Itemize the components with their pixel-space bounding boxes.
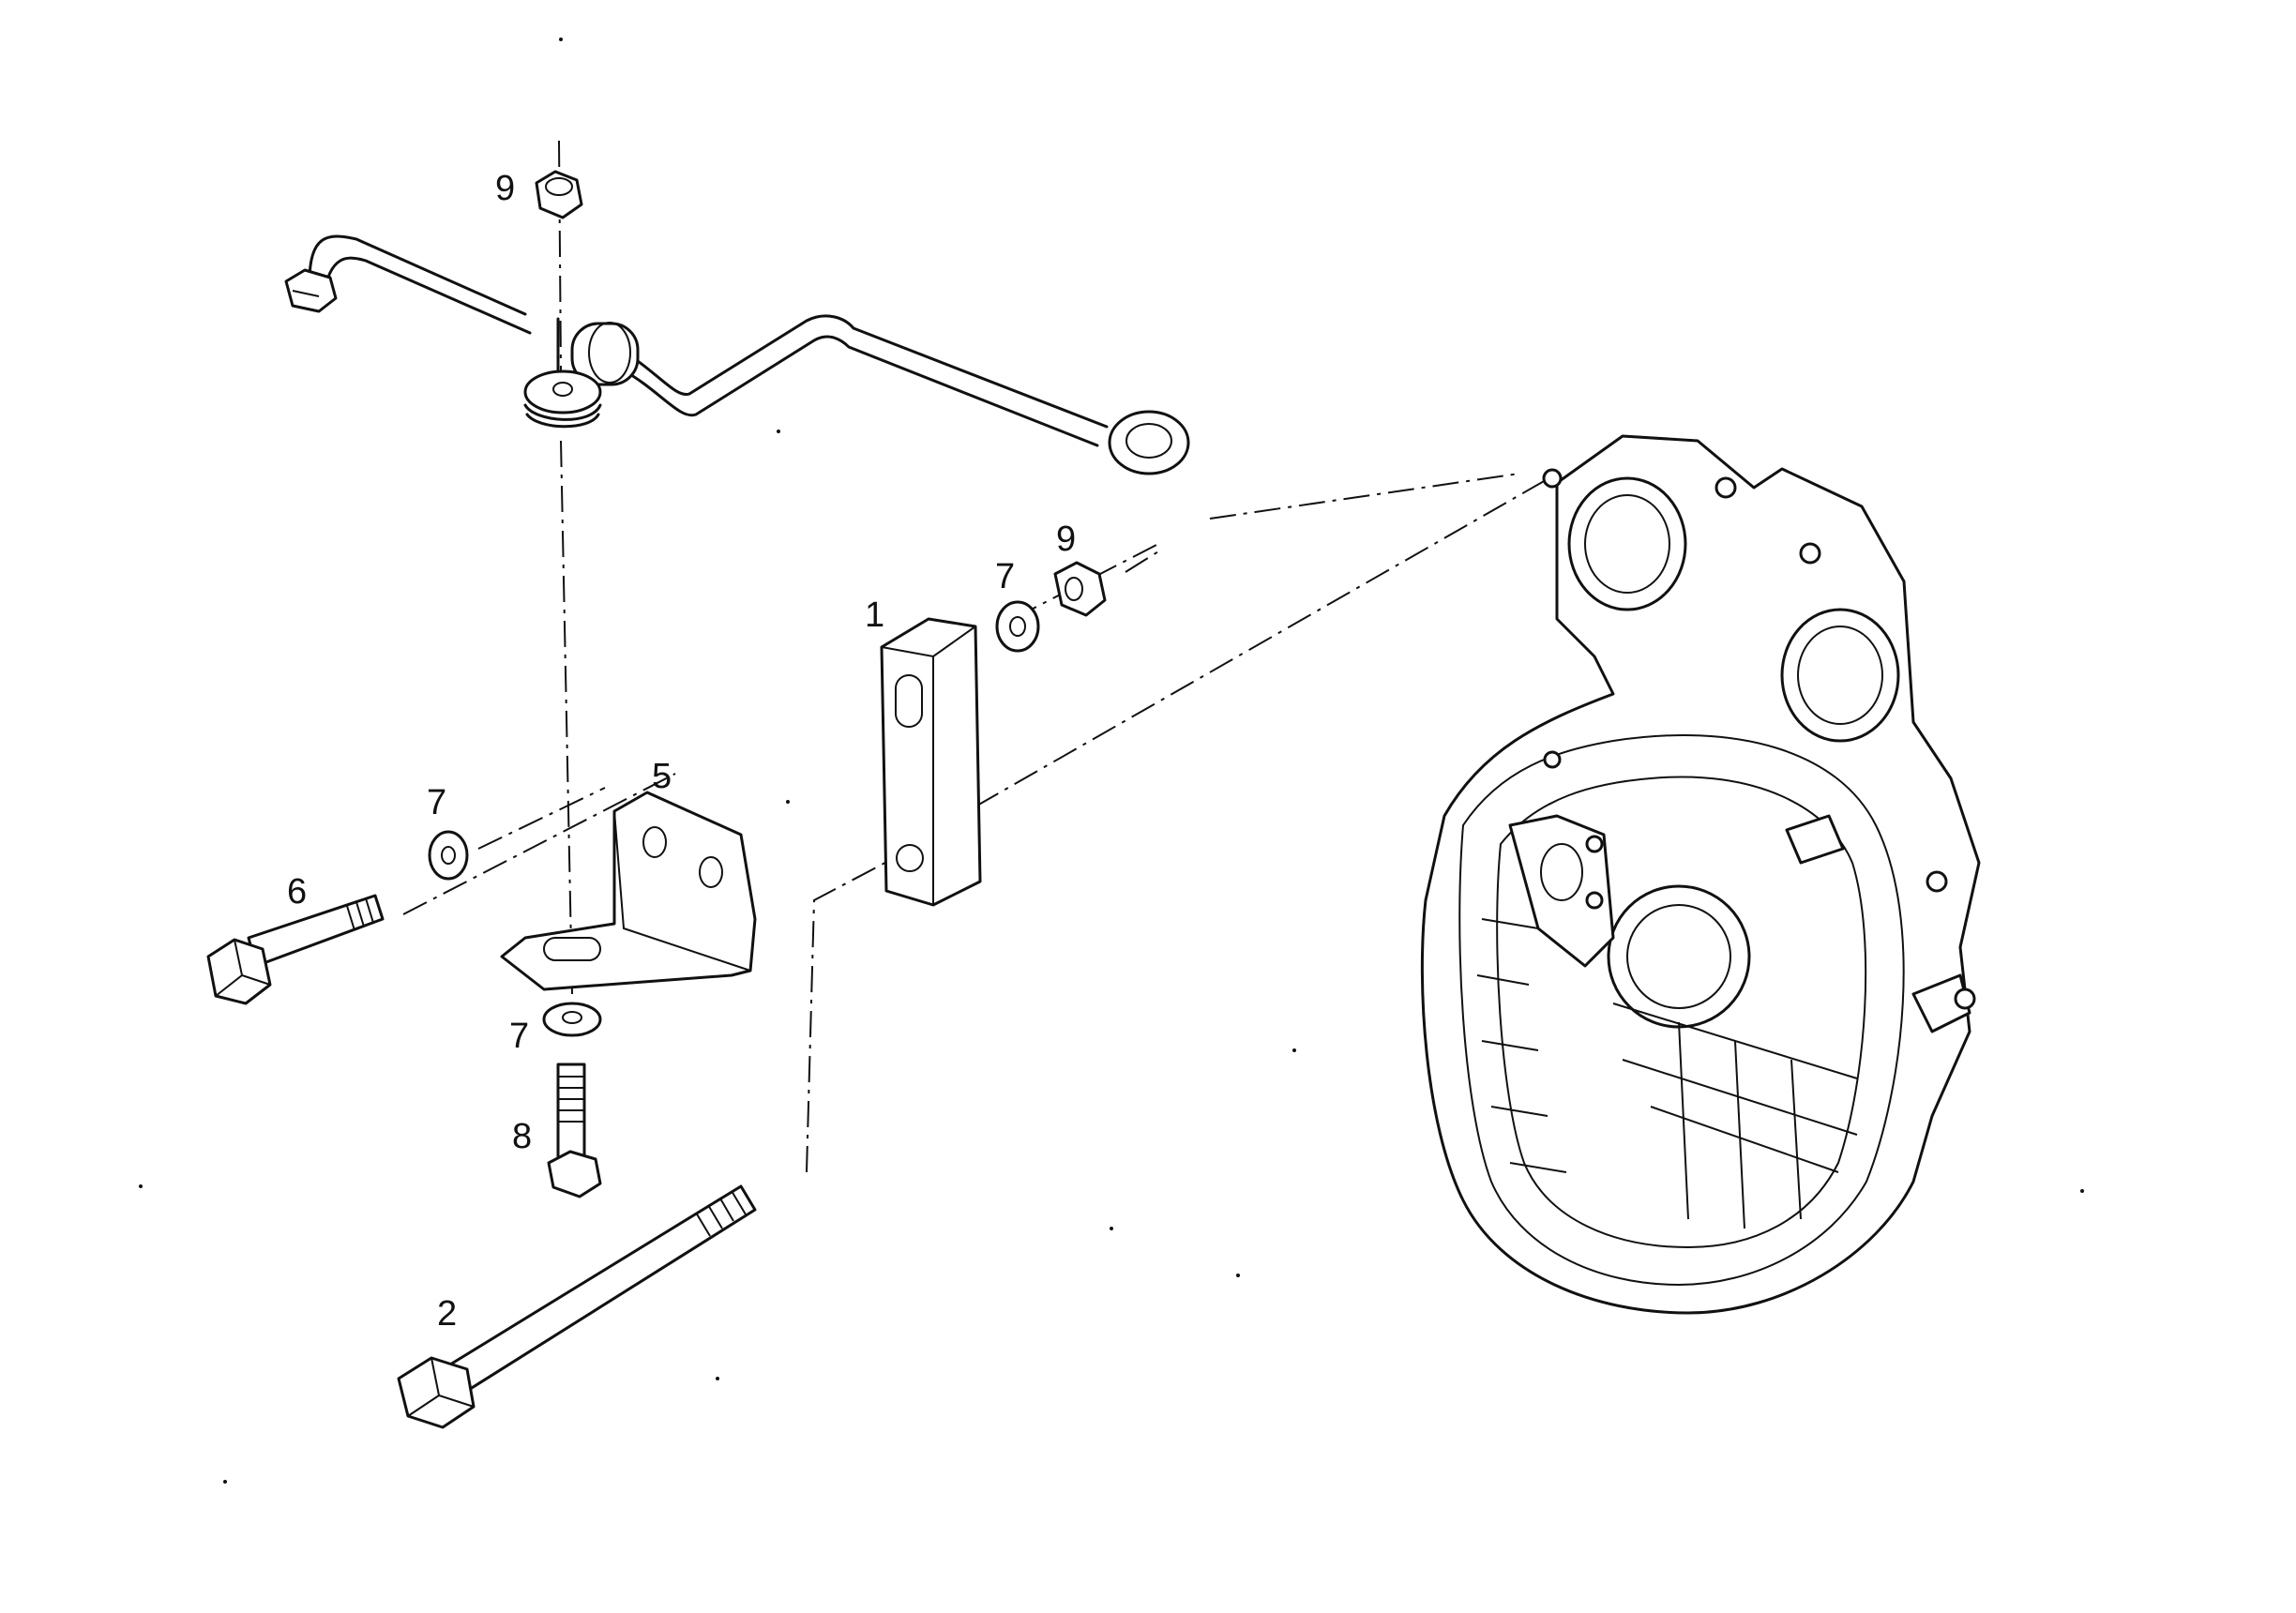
- scan-dots: [139, 38, 2084, 1484]
- callout-8: 8: [512, 1117, 532, 1156]
- bolt-2: [397, 1184, 757, 1429]
- assembly-axes: [402, 140, 1553, 1173]
- washer-7-right: [995, 600, 1040, 653]
- callout-1: 1: [865, 595, 884, 635]
- callout-9-right: 9: [1056, 520, 1076, 559]
- bolt-6: [206, 894, 385, 1005]
- spacer-block-1: [880, 617, 982, 907]
- callout-6: 6: [287, 872, 307, 912]
- nut-9-top: [535, 170, 583, 219]
- callout-9-top: 9: [495, 169, 515, 208]
- flywheel-housing: [1420, 434, 1981, 1315]
- callout-7-left: 7: [427, 783, 446, 822]
- washer-7-left: [428, 830, 469, 881]
- callout-7-right: 7: [995, 557, 1015, 596]
- stud-8: [547, 1063, 602, 1198]
- callout-2: 2: [437, 1294, 457, 1334]
- callouts: 1 2 5 6 7 7 7 8 9 9: [287, 169, 1076, 1334]
- washer-7-lower: [542, 1002, 602, 1037]
- fuel-pipe: [284, 234, 1190, 475]
- nut-9-right: [1053, 561, 1107, 617]
- callout-5: 5: [652, 757, 672, 796]
- callout-7-lower: 7: [509, 1017, 529, 1056]
- bracket-5: [500, 791, 757, 991]
